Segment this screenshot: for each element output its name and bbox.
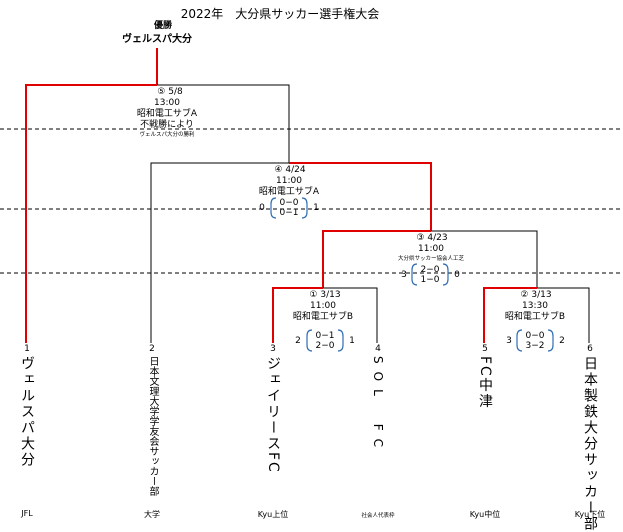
team-4-category: 社会人代表枠 xyxy=(361,513,395,519)
team-2-category: 大学 xyxy=(144,510,160,519)
m2-loser-path xyxy=(537,287,590,343)
m3-half1-score: 2−0 xyxy=(420,265,440,275)
team-2-seed: 2 xyxy=(149,344,155,354)
team-6-category: Kyu下位 xyxy=(574,510,606,519)
m1-right-score: 1 xyxy=(349,336,355,346)
m4-match-time: 11:00 xyxy=(276,176,302,186)
m3-score-bracket-right xyxy=(442,263,449,286)
m1-left-score: 2 xyxy=(295,336,301,346)
champion-team: ヴェルスパ大分 xyxy=(122,34,192,45)
team-4-seed: 4 xyxy=(375,344,381,354)
m1-winner-path xyxy=(272,287,323,343)
m4-match-label: ④ 4/24 xyxy=(274,165,306,175)
m2-match-label: ② 3/13 xyxy=(520,290,552,300)
team-6-name: 日本製鉄大分サッカー部 xyxy=(582,356,598,532)
m3-winner-path xyxy=(322,230,431,288)
m4-right-score: 1 xyxy=(313,203,319,213)
team-4-name: SOL FC xyxy=(371,356,385,456)
m3-loser-path xyxy=(431,230,538,288)
m4-half1-score: 0−0 xyxy=(279,198,299,208)
m2-half2-score: 3−2 xyxy=(525,341,545,351)
m1-score-bracket-right xyxy=(337,329,344,352)
final-match-time: 13:00 xyxy=(154,98,180,108)
m4-score-bracket-left xyxy=(270,197,277,219)
team-1-name: ヴェルスパ大分 xyxy=(19,356,35,468)
final-match-venue: 昭和電工サブA xyxy=(136,109,198,119)
m4-winner-path xyxy=(289,162,432,231)
m1-half1-score: 0−1 xyxy=(315,331,335,341)
champion-label: 優勝 xyxy=(153,21,173,31)
team-2-name: 日本文理大学学友会サッカー部 xyxy=(147,356,158,496)
m1-match-label: ① 3/13 xyxy=(309,290,341,300)
team-6-seed: 6 xyxy=(587,344,593,354)
team-1-seed: 1 xyxy=(24,344,30,354)
m3-match-venue: 大分県サッカー協会人工芝 xyxy=(397,256,465,262)
final-match-label: ⑤ 5/8 xyxy=(157,87,183,97)
m4-half2-score: 0−1 xyxy=(279,208,299,218)
m1-match-time: 11:00 xyxy=(310,301,336,311)
m3-left-score: 3 xyxy=(401,270,407,280)
m3-match-label: ③ 4/23 xyxy=(416,233,448,243)
m2-match-venue: 昭和電工サブB xyxy=(504,312,566,322)
m1-score-bracket-left xyxy=(306,329,313,352)
team-5-seed: 5 xyxy=(482,344,488,354)
m1-loser-path xyxy=(323,287,378,343)
final-match-note: ヴェルスパ大分の勝利 xyxy=(139,132,195,138)
team-3-seed: 3 xyxy=(270,344,276,354)
final-loser-path xyxy=(157,84,290,163)
m2-match-time: 13:30 xyxy=(522,301,548,311)
team-1-category: JFL xyxy=(21,509,33,518)
m4-left-score: 0 xyxy=(259,203,265,213)
m1-half2-score: 2−0 xyxy=(315,341,335,351)
m2-left-score: 3 xyxy=(506,336,512,346)
team-3-name: ジェイリースFC xyxy=(265,356,281,474)
m2-winner-path xyxy=(483,287,537,343)
m1-match-venue: 昭和電工サブB xyxy=(292,312,354,322)
m3-half2-score: 1−0 xyxy=(420,275,440,285)
team-3-category: Kyu上位 xyxy=(257,510,289,519)
m3-match-time: 11:00 xyxy=(418,244,444,254)
final-match-result: 不戦勝により xyxy=(140,120,194,130)
team-5-name: FC中津 xyxy=(477,356,493,410)
team-5-category: Kyu中位 xyxy=(469,510,501,519)
m4-score-bracket-right xyxy=(301,197,308,219)
m3-right-score: 0 xyxy=(454,270,460,280)
m2-score-bracket-left xyxy=(516,329,523,352)
page-title: 2022年 大分県サッカー選手権大会 xyxy=(180,7,380,21)
final-winner-path xyxy=(25,84,157,343)
m2-half1-score: 0−0 xyxy=(525,331,545,341)
m3-score-bracket-left xyxy=(411,263,418,286)
m2-right-score: 2 xyxy=(559,336,565,346)
m4-match-venue: 昭和電工サブA xyxy=(258,187,320,197)
m2-score-bracket-right xyxy=(547,329,554,352)
m4-loser-path xyxy=(150,162,289,343)
